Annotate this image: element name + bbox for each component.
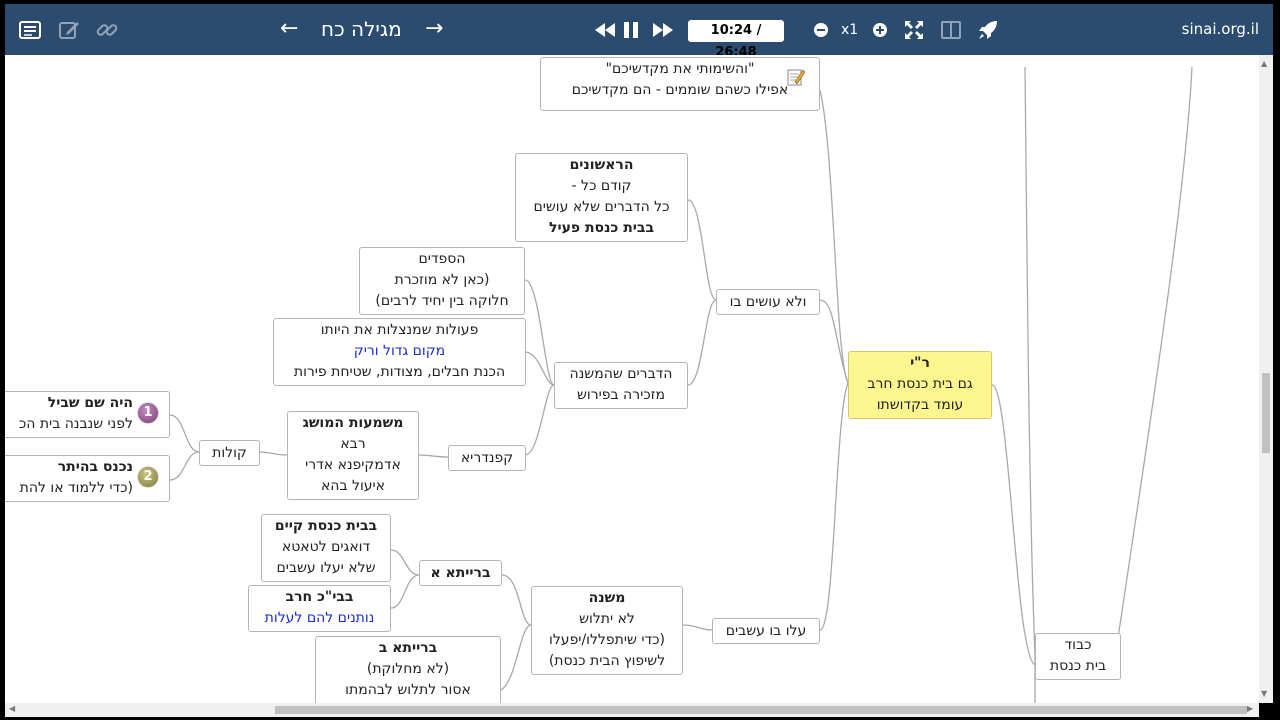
node-beit-kayam-title: בבית כנסת קיים [274, 518, 378, 534]
node-rebbi-line2: גם בית כנסת חרב [867, 376, 973, 392]
node-rebbi-title: ר"י [910, 355, 930, 371]
node-hadvarim-line2: מזכירה בפירוש [577, 387, 665, 403]
rewind-icon[interactable] [593, 18, 617, 42]
node-peulot-line3: הכנת חבלים, מצודות, שטיחת פירות [293, 364, 506, 380]
node-kolot-label: קולות [212, 445, 247, 461]
node-hadvarim[interactable]: הדברים שהמשנה מזכירה בפירוש [554, 362, 688, 409]
node-rishonim[interactable]: הראשונים קודם כל - כל הדברים שלא עושים ב… [515, 153, 688, 242]
node-mashmaut[interactable]: משמעות המושג רבא אדמקיפנא אדרי איעול בהא [287, 411, 419, 500]
speed-decrease-icon[interactable] [809, 18, 833, 42]
node-baraita-b-title: ברייתא ב [378, 640, 438, 656]
site-name[interactable]: sinai.org.il [1181, 20, 1259, 38]
fast-forward-icon[interactable] [651, 18, 675, 42]
fullscreen-icon[interactable] [902, 18, 926, 42]
node-mashmaut-line4: איעול בהא [320, 478, 386, 494]
node-bbk-charev[interactable]: בבי"כ חרב נותנים להם לעלות [248, 585, 391, 632]
pause-icon[interactable] [619, 18, 643, 42]
horizontal-scroll-thumb[interactable] [275, 706, 1247, 714]
node-velo-osim[interactable]: ולא עושים בו [716, 289, 820, 315]
node-mishna-title: משנה [588, 590, 626, 606]
rocket-icon[interactable] [976, 18, 1000, 42]
playback-speed: x1 [841, 22, 859, 38]
edit-note-icon[interactable] [57, 18, 81, 42]
prev-lesson-arrow[interactable]: ← [280, 16, 299, 41]
node-rishonim-title: הראשונים [569, 157, 634, 173]
node-haya-sham[interactable]: היה שם שביל לפני שנבנה בית הכ [5, 391, 170, 438]
note-pencil-icon[interactable] [786, 67, 806, 87]
node-mishna-line3: (כדי שיתפללו/יפעלו [549, 632, 665, 648]
horizontal-scrollbar[interactable]: ◀ ▶ [5, 703, 1259, 717]
mind-map-canvas[interactable]: "והשימותי את מקדשיכם" אפילו כשהם שוממים … [5, 55, 1259, 703]
link-icon[interactable] [95, 18, 119, 42]
node-beit-kayam-line2: דואגים לטאטא [281, 539, 371, 555]
node-kapandaria-label: קפנדריא [460, 450, 514, 466]
node-bbk-charev-title: בבי"כ חרב [285, 589, 354, 605]
node-velo-osim-label: ולא עושים בו [729, 294, 807, 310]
node-hespedim[interactable]: הספדים (כאן לא מוזכרת חלוקה בין יחיד לרב… [359, 247, 525, 315]
vertical-scrollbar[interactable]: ▲ ▼ [1259, 55, 1273, 703]
node-rishonim-line4: בבית כנסת פעיל [549, 220, 654, 236]
node-kolot[interactable]: קולות [199, 440, 260, 466]
mind-map-connectors [169, 66, 1193, 703]
scroll-right-icon[interactable]: ▶ [1247, 704, 1254, 713]
node-hespedim-line2: (כאן לא מוזכרת [394, 272, 490, 288]
node-rebbi[interactable]: ר"י גם בית כנסת חרב עומד בקדושתו [848, 351, 992, 419]
node-rishonim-line2: קודם כל - [571, 178, 632, 194]
node-baraita-b-line3: אסור לתלוש לבהמתו [345, 682, 471, 698]
node-mishna[interactable]: משנה לא יתלוש (כדי שיתפללו/יפעלו לשיפוץ … [531, 586, 683, 675]
scroll-down-icon[interactable]: ▼ [1261, 689, 1268, 698]
node-peulot-link[interactable]: מקום גדול וריק [353, 343, 446, 359]
node-mishna-line2: לא יתלוש [579, 611, 635, 627]
node-baraita-a[interactable]: ברייתא א [419, 560, 502, 586]
priority-2-icon: 2 [137, 466, 159, 488]
node-bbk-charev-link[interactable]: נותנים להם לעלות [264, 610, 375, 626]
node-mashmaut-title: משמעות המושג [302, 415, 404, 431]
node-mashmaut-line2: רבא [340, 436, 366, 452]
node-beit-kayam-line3: שלא יעלו עשבים [276, 560, 376, 576]
node-quote-line1: "והשימותי את מקדשיכם" [605, 61, 755, 77]
node-quote[interactable]: "והשימותי את מקדשיכם" אפילו כשהם שוממים … [540, 57, 820, 111]
node-baraita-b[interactable]: ברייתא ב (לא מחלוקת) אסור לתלוש לבהמתו [315, 636, 501, 703]
node-hespedim-line3: חלוקה בין יחיד לרבים) [375, 293, 509, 309]
node-beit-kayam[interactable]: בבית כנסת קיים דואגים לטאטא שלא יעלו עשב… [261, 514, 391, 582]
scroll-up-icon[interactable]: ▲ [1261, 59, 1268, 68]
node-hadvarim-line1: הדברים שהמשנה [569, 366, 673, 382]
node-mashmaut-line3: אדמקיפנא אדרי [305, 457, 401, 473]
node-peulot[interactable]: פעולות שמנצלות את היותו מקום גדול וריק ה… [273, 318, 526, 386]
node-haya-sham-title: היה שם שביל [47, 395, 133, 411]
scroll-left-icon[interactable]: ◀ [9, 704, 16, 713]
speed-increase-icon[interactable] [868, 18, 892, 42]
node-alu-bo-label: עלו בו עשבים [725, 623, 807, 639]
playback-time: 10:24 / 26:48 [688, 20, 784, 60]
node-rebbi-line3: עומד בקדושתו [876, 397, 964, 413]
node-kavod[interactable]: כבוד בית כנסת [1035, 633, 1121, 680]
node-hespedim-title: הספדים [418, 251, 466, 267]
node-nichnas-line2: (כדי ללמוד או להת [19, 480, 133, 496]
next-lesson-arrow[interactable]: → [425, 16, 444, 41]
node-peulot-line1: פעולות שמנצלות את היותו [320, 322, 479, 338]
node-kapandaria[interactable]: קפנדריא [448, 445, 526, 471]
node-nichnas[interactable]: נכנס בהיתר (כדי ללמוד או להת [5, 455, 170, 502]
node-rishonim-line3: כל הדברים שלא עושים [533, 199, 670, 215]
vertical-scroll-thumb[interactable] [1262, 373, 1270, 453]
player-toolbar: ← מגילה כח → 10:24 / 26:48 x1 sinai.org.… [5, 4, 1273, 60]
node-mishna-line4: לשיפוץ הבית כנסת) [548, 653, 666, 669]
lesson-title: מגילה כח [321, 17, 402, 41]
priority-1-icon: 1 [137, 402, 159, 424]
node-baraita-a-label: ברייתא א [430, 565, 491, 581]
node-alu-bo[interactable]: עלו בו עשבים [712, 618, 820, 644]
node-baraita-b-line2: (לא מחלוקת) [366, 661, 450, 677]
node-haya-sham-line2: לפני שנבנה בית הכ [18, 416, 133, 432]
node-kavod-line1: כבוד [1064, 637, 1092, 653]
split-view-icon[interactable] [939, 18, 963, 42]
node-nichnas-title: נכנס בהיתר [57, 459, 133, 475]
node-quote-line2: אפילו כשהם שוממים - הם מקדשיכם [571, 82, 789, 98]
node-kavod-line2: בית כנסת [1049, 658, 1107, 674]
menu-list-icon[interactable] [18, 18, 42, 42]
